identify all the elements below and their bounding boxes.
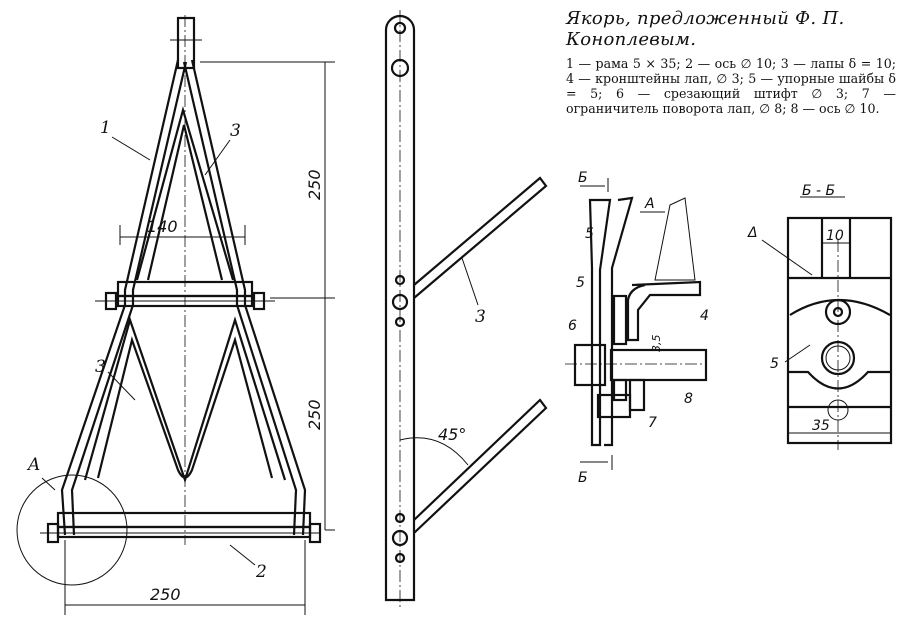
label-detail-a: A — [26, 455, 40, 475]
dim-height-top: 250 — [305, 169, 324, 200]
angle-45: 45° — [438, 425, 466, 444]
dim-gap: 3,5 — [650, 335, 663, 353]
label-washer-5: 5 — [770, 356, 779, 372]
fluke-top — [135, 105, 235, 281]
label-frame: 1 — [100, 118, 111, 138]
label-washer: 5 — [576, 275, 585, 291]
fluke-arm-top — [413, 176, 548, 299]
dim-width-250: 250 — [150, 585, 181, 604]
label-pin: 6 — [568, 318, 577, 334]
caption-title: Якорь, предложенный Ф. П. Коноплевым. — [566, 8, 845, 50]
detail-a-circle — [16, 474, 128, 586]
label-fluke-top: 3 — [230, 121, 241, 141]
section-mark-top: Б — [578, 170, 588, 186]
section-mark-bottom: Б — [578, 470, 588, 486]
label-side-fluke: 3 — [475, 307, 486, 327]
side-view: 3 45° — [384, 10, 548, 610]
label-axle-8: 8 — [684, 391, 693, 407]
detail-a: Б Б А 5 5 6 4 7 8 3,5 — [565, 170, 709, 486]
section-title: Б - Б — [802, 183, 835, 199]
section-b-b: Б - Б Δ 10 5 35 — [747, 183, 893, 450]
caption-legend: 1 — рама 5 × 35; 2 — ось ∅ 10; 3 — лапы … — [566, 56, 896, 116]
dim-base-35: 35 — [812, 418, 830, 434]
label-bracket: 4 — [700, 308, 709, 324]
fluke-arm-bottom — [413, 398, 548, 534]
weld-symbol: Δ — [747, 225, 758, 241]
dim-height-bottom: 250 — [305, 399, 324, 430]
label-axle: 2 — [255, 562, 267, 582]
dim-width-10: 10 — [826, 228, 844, 244]
figure-caption: Якорь, предложенный Ф. П. Коноплевым. 1 … — [566, 8, 896, 116]
detail-a-title: А — [644, 196, 655, 212]
front-view: 1 3 3 2 A 140 250 250 250 — [16, 15, 335, 615]
label-thickness: 5 — [585, 226, 594, 242]
label-fluke-bottom: 3 — [95, 357, 106, 377]
label-stop: 7 — [648, 415, 657, 431]
dim-width-140: 140 — [147, 217, 178, 236]
fluke-bottom — [83, 316, 287, 484]
